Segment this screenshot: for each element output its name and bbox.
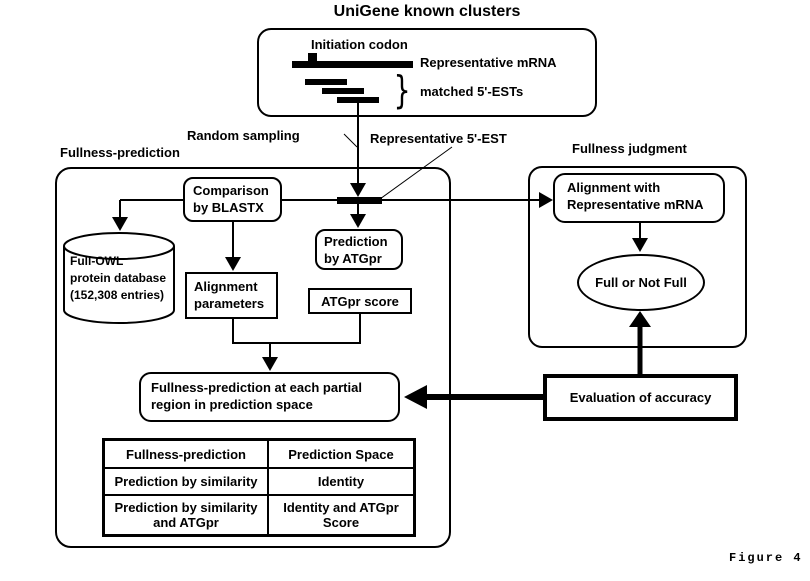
prediction-atgpr-box: Prediction by ATGpr (315, 229, 403, 270)
table-row: Prediction by similarity Identity (102, 467, 416, 496)
representative-est-label: Representative 5'-EST (370, 131, 507, 146)
mrna-bar (292, 61, 413, 68)
est-bar-3 (337, 97, 379, 103)
fullness-prediction-label: Fullness-prediction (60, 145, 180, 160)
table-cell: Identity and ATGpr Score (267, 494, 416, 537)
table-cell: Prediction by similarity (102, 467, 269, 496)
prediction-space-table: Fullness-prediction Prediction Space Pre… (102, 438, 416, 537)
comparison-blastx-box: Comparison by BLASTX (183, 177, 282, 222)
table-header-cell: Fullness-prediction (102, 438, 269, 469)
figure-caption: Figure 4 (729, 551, 803, 565)
matched-ests-label: matched 5'-ESTs (420, 84, 524, 99)
fullness-partial-box: Fullness-prediction at each partial regi… (139, 372, 400, 422)
table-row: Prediction by similarity and ATGpr Ident… (102, 494, 416, 537)
est-bar-1 (305, 79, 347, 85)
table-cell: Prediction by similarity and ATGpr (102, 494, 269, 537)
fullness-prediction-container (55, 167, 451, 548)
random-sampling-label: Random sampling (187, 128, 300, 143)
initiation-codon-tick (308, 53, 317, 62)
alignment-parameters-box: Alignment parameters (185, 272, 278, 319)
atgpr-score-box: ATGpr score (308, 288, 412, 314)
brace-icon: } (393, 68, 411, 112)
fullness-judgment-label: Fullness judgment (572, 141, 687, 156)
est-bar-2 (322, 88, 364, 94)
unigene-clusters-container (257, 28, 597, 117)
evaluation-accuracy-box: Evaluation of accuracy (543, 374, 738, 421)
pointer-random-sampling (343, 133, 358, 148)
full-or-not-ellipse: Full or Not Full (577, 254, 705, 311)
table-header-row: Fullness-prediction Prediction Space (102, 438, 416, 469)
initiation-codon-label: Initiation codon (311, 37, 408, 52)
database-label: Full-OWL protein database (152,308 entri… (70, 254, 167, 302)
page-title: UniGene known clusters (333, 3, 521, 20)
representative-mrna-label: Representative mRNA (420, 55, 557, 70)
table-header-cell: Prediction Space (267, 438, 416, 469)
alignment-mrna-box: Alignment with Representative mRNA (553, 173, 725, 223)
table-cell: Identity (267, 467, 416, 496)
